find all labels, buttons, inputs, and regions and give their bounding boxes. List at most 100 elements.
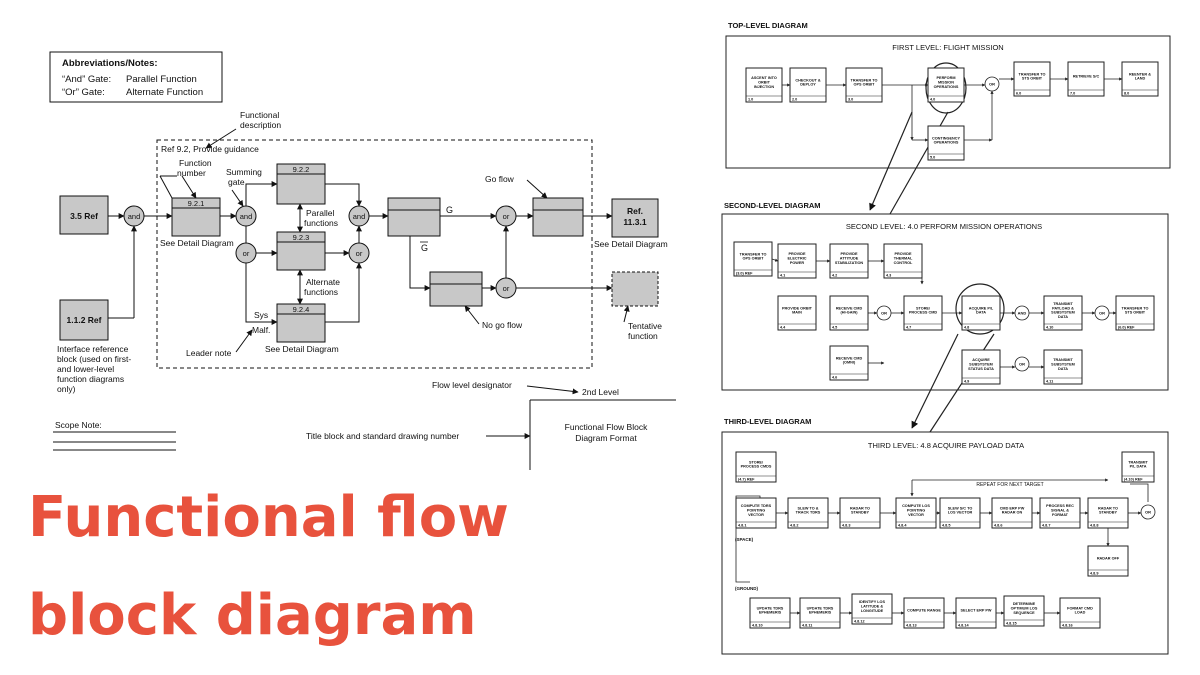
hier-block: RECEIVE CMD(OMNI)4.6 bbox=[829, 345, 869, 381]
hier-block-box bbox=[927, 67, 965, 103]
hier-block-box bbox=[829, 243, 869, 279]
hier-block-number: 4.4 bbox=[780, 326, 786, 330]
hier-gate: OR bbox=[876, 305, 892, 321]
hier-gate-label: OR bbox=[1019, 362, 1025, 367]
hier-block-label-line: RECEIVE CMD bbox=[836, 306, 863, 310]
ground-label: (GROUND) bbox=[735, 586, 758, 591]
hier-block-label-line: CONTROL bbox=[894, 261, 913, 265]
format-title-line2: Diagram Format bbox=[575, 433, 637, 443]
interface-note-line5: only) bbox=[57, 384, 76, 394]
hier-block-label-line: OPS ORBIT bbox=[854, 83, 876, 87]
see-detail-left: See Detail Diagram bbox=[160, 238, 234, 248]
hier-block-box bbox=[735, 497, 777, 529]
hier-block-number: 4.8.10 bbox=[752, 624, 763, 628]
hier-block-box bbox=[1121, 451, 1155, 483]
hier-block-label-line: LAND bbox=[1135, 77, 1146, 81]
or-gate-value: Alternate Function bbox=[126, 87, 203, 98]
summing-gate-line1: Summing bbox=[226, 167, 262, 177]
hier-gate-label: OR bbox=[989, 82, 995, 87]
hier-block-number: 8.0 bbox=[1124, 92, 1129, 96]
hier-block-box bbox=[1003, 595, 1045, 627]
ref-1-1-2-block bbox=[59, 299, 109, 341]
hier-block-label-line: SUBSYSTEM bbox=[1051, 311, 1075, 315]
top-level-heading: TOP-LEVEL DIAGRAM bbox=[728, 21, 808, 30]
hier-block-label-line: TRANSFER TO bbox=[851, 78, 878, 82]
go-flow-label: Go flow bbox=[485, 174, 515, 184]
second-level-frame bbox=[721, 213, 1169, 391]
hier-block-number: (6.0) REF bbox=[1118, 326, 1135, 330]
headline-line1: Functional flow bbox=[28, 485, 509, 550]
hier-block-label-line: CHECKOUT & bbox=[795, 78, 821, 82]
hier-block-label-line: DATA bbox=[976, 311, 986, 315]
tentative-function-line1: Tentative bbox=[628, 321, 662, 331]
hier-block-box bbox=[845, 67, 883, 103]
highlight-4-8 bbox=[955, 283, 1005, 335]
hier-block-label-line: COMPUTE LOS bbox=[902, 504, 930, 508]
hier-block-number: 4.8.15 bbox=[1006, 622, 1017, 626]
hier-block-label-line: DATA bbox=[1058, 367, 1068, 371]
hier-gate: AND bbox=[1014, 305, 1030, 321]
hier-block-label-line: OPS ORBIT bbox=[743, 257, 765, 261]
repeat-note: REPEAT FOR NEXT TARGET bbox=[976, 482, 1043, 488]
tentative-function-line2: function bbox=[628, 331, 658, 341]
format-title-line1: Functional Flow Block bbox=[565, 422, 648, 432]
gate-text-and-1: and bbox=[128, 212, 141, 221]
hier-gate-label: OR bbox=[1099, 311, 1105, 316]
hier-block: STORE/PROCESS CMDS(4.7) REF bbox=[735, 451, 777, 483]
hier-block-label-line: FORMAT CMD bbox=[1067, 606, 1093, 610]
hier-block-label-line: SUBSYSTEM bbox=[1051, 363, 1075, 367]
hier-block-label-line: VECTOR bbox=[748, 513, 764, 517]
ref-1-1-2-label: 1.1.2 Ref bbox=[67, 315, 102, 325]
hier-block-label-line: COMPUTE TDRS bbox=[741, 504, 772, 508]
third-level-title: THIRD LEVEL: 4.8 ACQUIRE PAYLOAD DATA bbox=[868, 441, 1024, 450]
hier-block-number: (4.10) REF bbox=[1124, 478, 1143, 482]
hier-block-label-line: DETERMINE bbox=[1013, 602, 1036, 606]
hier-block-label-line: STS ORBIT bbox=[1125, 311, 1146, 315]
see-detail-right: See Detail Diagram bbox=[594, 239, 668, 249]
ref-11-3-1-block bbox=[611, 198, 659, 238]
hier-block: RETRIEVE S/C7.0 bbox=[1067, 61, 1105, 97]
block-9-2-2-number: 9.2.2 bbox=[293, 165, 310, 174]
hier-block-label-line: TRANSMIT bbox=[1053, 358, 1073, 362]
sys-label: Sys bbox=[254, 310, 268, 320]
second-level-title: SECOND LEVEL: 4.0 PERFORM MISSION OPERAT… bbox=[846, 222, 1042, 231]
hier-block-box bbox=[733, 241, 773, 277]
hier-gate-circle bbox=[1140, 504, 1156, 520]
highlight-4-0 bbox=[925, 62, 967, 114]
hier-block-label-line: UPDATE TDRS bbox=[807, 606, 834, 610]
zoom-arrow-1 bbox=[869, 111, 913, 211]
hier-block-label-line: UPDATE TDRS bbox=[757, 606, 784, 610]
and-gate-value: Parallel Function bbox=[126, 74, 197, 85]
hier-block-box bbox=[927, 125, 965, 161]
hier-block-number: 4.9 bbox=[964, 380, 969, 384]
hier-block-label-line: TRANSFER TO bbox=[1019, 72, 1046, 76]
hier-block-number: 6.0 bbox=[1016, 92, 1021, 96]
second-level-heading: SECOND-LEVEL DIAGRAM bbox=[724, 201, 821, 210]
hier-block-number: 4.5 bbox=[832, 326, 837, 330]
hier-block-label-line: OPERATIONS bbox=[934, 141, 959, 145]
hier-block-label-line: RETRIEVE S/C bbox=[1073, 75, 1100, 79]
hier-block: SELECT ERP PW4.8.14 bbox=[955, 597, 997, 629]
hier-block-label-line: POINTING bbox=[907, 509, 925, 513]
alternate-functions-line1: Alternate bbox=[306, 277, 340, 287]
hier-gate-label: AND bbox=[1018, 311, 1027, 316]
flow-level-designator: Flow level designator bbox=[432, 380, 512, 390]
hier-block-box bbox=[745, 67, 783, 103]
